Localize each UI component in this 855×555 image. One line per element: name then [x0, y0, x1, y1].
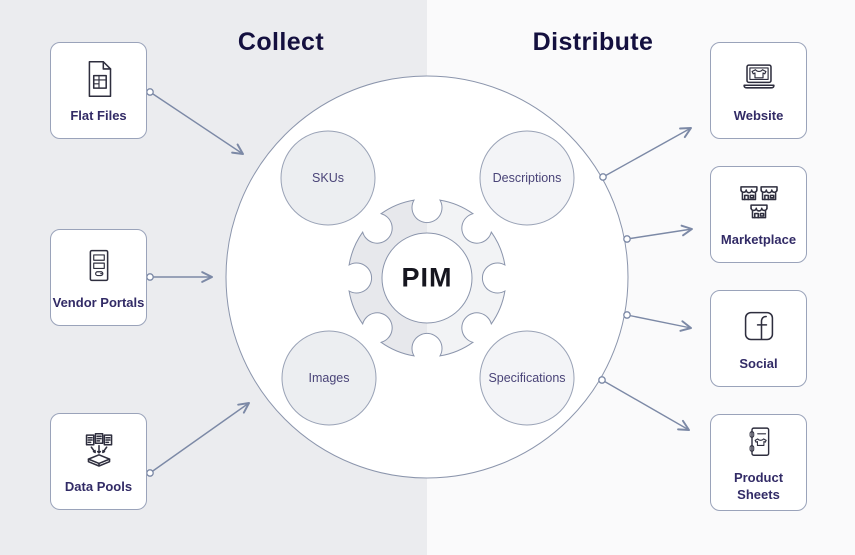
pim-core-circle	[381, 232, 473, 324]
skus-label: SKUs	[312, 171, 344, 185]
node-label: Vendor Portals	[52, 295, 145, 311]
arrow-flat-files-to-hub	[149, 91, 244, 155]
descriptions-circle	[479, 130, 575, 226]
data-pool-icon	[85, 433, 112, 468]
pim-label: PIM	[401, 262, 453, 293]
connector-arrows	[149, 91, 693, 474]
node-label: Flat Files	[70, 108, 127, 124]
arrow-hub-to-website	[602, 127, 692, 178]
node-label: Marketplace	[720, 232, 797, 248]
node-data-pools: Data Pools	[50, 413, 147, 510]
node-website: Website	[710, 42, 807, 139]
node-product-sheets: Product Sheets	[710, 414, 807, 511]
facebook-icon	[744, 312, 773, 341]
descriptions-label: Descriptions	[492, 171, 562, 185]
images-label: Images	[308, 371, 350, 385]
arrow-hub-to-product-sheets	[601, 379, 690, 431]
node-flat-files: Flat Files	[50, 42, 147, 139]
pim-gear	[348, 199, 506, 357]
specifications-label: Specifications	[488, 371, 566, 385]
stores-icon	[739, 186, 778, 219]
node-label: Product Sheets	[733, 470, 784, 502]
product-sheet-icon	[749, 427, 769, 457]
server-icon	[89, 250, 108, 282]
node-label: Website	[733, 108, 784, 124]
arrow-data-pools-to-hub	[149, 402, 250, 474]
node-social: Social	[710, 290, 807, 387]
distribute-title: Distribute	[532, 28, 654, 56]
collect-title: Collect	[237, 28, 325, 56]
flat-file-icon	[88, 61, 111, 98]
node-label: Social	[739, 356, 778, 372]
arrow-hub-to-marketplace	[626, 224, 693, 240]
node-marketplace: Marketplace	[710, 166, 807, 263]
node-vendor-portals: Vendor Portals	[50, 229, 147, 326]
specifications-circle	[479, 330, 575, 426]
images-circle	[281, 330, 377, 426]
laptop-icon	[742, 64, 775, 89]
connector-origin-dots	[146, 88, 631, 477]
skus-circle	[280, 130, 376, 226]
node-label: Data Pools	[64, 479, 133, 495]
arrow-hub-to-social	[626, 314, 692, 332]
